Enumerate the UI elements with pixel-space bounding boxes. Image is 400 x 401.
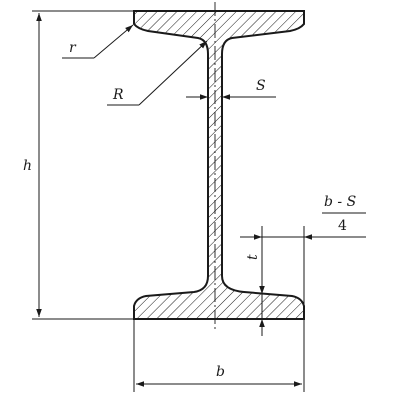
root-radius-R-leader: R [107, 40, 208, 106]
label-b: b [216, 364, 225, 380]
label-R: R [112, 87, 124, 103]
label-h: h [23, 158, 32, 174]
flange-width-b-dimension: b [133, 319, 305, 392]
label-S: S [256, 78, 266, 94]
bs-quarter-dimension: b - S 4 [240, 194, 366, 336]
flange-thickness-t-dimension: t [245, 254, 265, 334]
fillet-radius-r-leader: r [62, 24, 134, 59]
i-beam-section [133, 10, 305, 320]
label-bs-numerator: b - S [324, 194, 356, 210]
label-t: t [245, 254, 261, 260]
label-r: r [69, 40, 77, 56]
web-thickness-S-dimension: S [186, 78, 276, 100]
label-bs-denominator: 4 [338, 218, 347, 234]
height-dimension: h [23, 10, 134, 320]
